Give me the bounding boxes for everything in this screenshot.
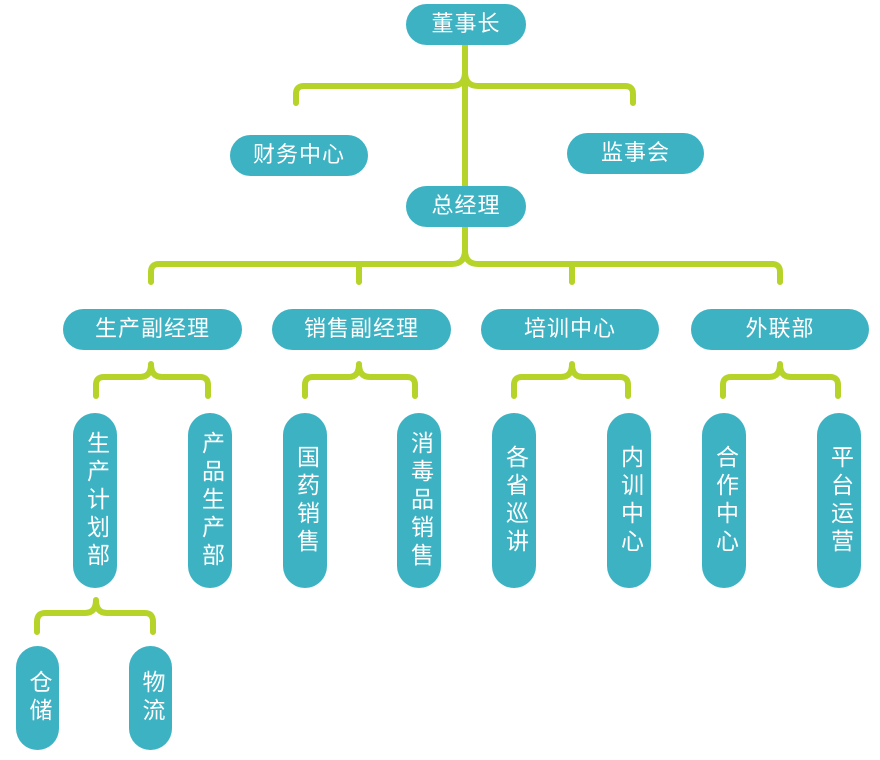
internal-training-node: 内训中心 — [607, 413, 651, 588]
platform-operations-node: 平台运营 — [817, 413, 861, 588]
finance-center-node: 财务中心 — [230, 135, 368, 176]
logistics-node: 物流 — [129, 646, 172, 750]
production-planning-node: 生产计划部 — [73, 413, 117, 588]
production-deputy-manager-node: 生产副经理 — [63, 309, 242, 350]
provincial-tours-node: 各省巡讲 — [492, 413, 536, 588]
chairman-bracket — [293, 69, 636, 106]
cooperation-center-node: 合作中心 — [702, 413, 746, 588]
training-center-node: 培训中心 — [481, 309, 659, 350]
planning-bracket — [34, 597, 156, 635]
sales-deputy-manager-node: 销售副经理 — [272, 309, 451, 350]
production-bracket — [93, 361, 211, 399]
product-production-node: 产品生产部 — [188, 413, 232, 588]
warehousing-node: 仓储 — [16, 646, 59, 750]
chairman-node: 董事长 — [406, 4, 526, 45]
external-bracket — [720, 361, 841, 399]
training-bracket — [511, 361, 631, 399]
general-manager-node: 总经理 — [406, 186, 526, 227]
sales-bracket — [302, 361, 418, 399]
external-affairs-node: 外联部 — [691, 309, 869, 350]
board-of-supervisors-node: 监事会 — [567, 133, 704, 174]
national-medicine-sales-node: 国药销售 — [283, 413, 327, 588]
disinfectant-sales-node: 消毒品销售 — [397, 413, 441, 588]
gm-bracket — [148, 247, 783, 285]
